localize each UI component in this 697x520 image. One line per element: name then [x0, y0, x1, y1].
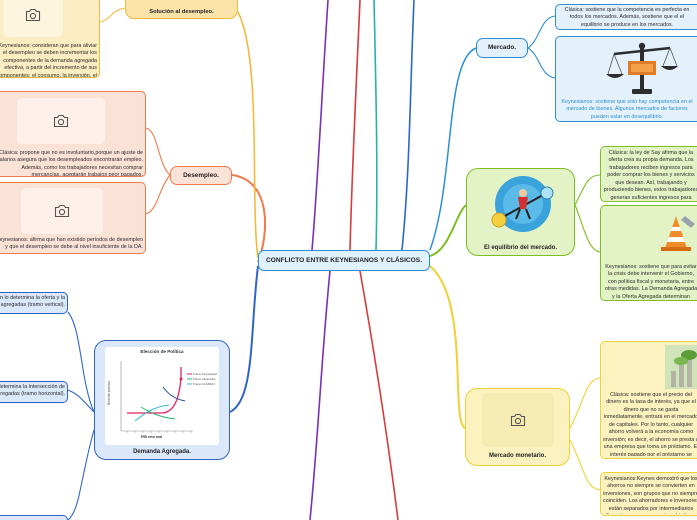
- solucion-node[interactable]: Solución al desempleo.: [125, 0, 238, 19]
- central-topic-label: CONFLICTO ENTRE KEYNESIANOS Y CLÁSICOS.: [265, 257, 423, 264]
- policy-chart: Elección de Política: [105, 347, 219, 445]
- balance-scale-icon: [606, 42, 678, 94]
- monetario-keynes-text: Keynesianos:Keynes demostró que los ahor…: [603, 476, 697, 514]
- policy-chart-plot: [120, 361, 193, 433]
- camera-icon: [25, 8, 41, 22]
- demanda-keynes-text: Keynesianos: el nivel de producción lo d…: [0, 384, 65, 398]
- demanda-clasica-node[interactable]: Clásica: el nivel de producción lo deter…: [0, 292, 68, 314]
- chart-ylabel: Nivel de precios: [107, 380, 112, 406]
- desempleo-clasica-text: Clásica: propone que no es involuntario,…: [0, 150, 143, 176]
- demanda-keynes-node[interactable]: Keynesianos: el nivel de producción lo d…: [0, 381, 68, 403]
- desempleo-keynes-node[interactable]: Keynesianos: afirma que han existido per…: [0, 182, 146, 254]
- equilibrio-clasica-text: Clásica: la ley de Say afirma que la ofe…: [603, 150, 697, 201]
- demanda-clasica-text: Clásica: el nivel de producción lo deter…: [0, 295, 65, 309]
- monetario-keynes-node[interactable]: Keynesianos:Keynes demostró que los ahor…: [600, 472, 697, 516]
- equilibrio-keynes-node[interactable]: Keynesianos: sostiene que para evitar la…: [600, 205, 697, 301]
- equilibrio-label: El equilibrio del mercado.: [483, 245, 558, 251]
- solucion-image-placeholder: [3, 0, 63, 37]
- mercado-keynes-node[interactable]: Keynesianos: sostiene que solo hay compe…: [555, 36, 697, 122]
- monetario-clasica-node[interactable]: Clásica: sostiene que el precio del dine…: [600, 341, 697, 459]
- desempleo-node[interactable]: Desempleo.: [170, 166, 232, 185]
- monetario-label: Mercado monetario.: [488, 453, 546, 459]
- solucion-label: Solución al desempleo.: [149, 9, 214, 15]
- desempleo-label: Desempleo.: [183, 172, 219, 179]
- monetario-node[interactable]: Mercado monetario.: [465, 388, 570, 466]
- camera-icon: [53, 114, 69, 128]
- mercado-clasica-text: Clásica: sostiene que la competencia es …: [564, 7, 690, 28]
- mercado-node[interactable]: Mercado.: [476, 38, 528, 58]
- mercado-label: Mercado.: [487, 44, 517, 51]
- desempleo-clasica-node[interactable]: Clásica: propone que no es involuntario,…: [0, 91, 146, 177]
- chart-title: Elección de Política: [140, 349, 184, 354]
- demanda-label: Demanda Agregada.: [133, 449, 191, 455]
- solucion-keynes-node[interactable]: Keynesianos: consideran que para aliviar…: [0, 0, 100, 78]
- money-plant-icon: [665, 345, 697, 389]
- chart-legend-1: Tramo Keynesiano: [193, 372, 218, 376]
- chart-xlabel: PIB reto real: [141, 435, 163, 439]
- equilibrio-clasica-node[interactable]: Clásica: la ley de Say afirma que la ofe…: [600, 146, 697, 202]
- camera-icon: [54, 204, 70, 218]
- equilibrio-node[interactable]: El equilibrio del mercado.: [466, 168, 575, 256]
- mercado-keynes-text: Keynesianos: sostiene que solo hay compe…: [561, 99, 693, 120]
- desempleo-clasica-image-placeholder: [17, 98, 105, 144]
- chart-legend-swatches: [187, 373, 192, 385]
- monetario-clasica-text: Clásica: sostiene que el precio del dine…: [603, 392, 697, 456]
- cone-construction-icon: [661, 216, 695, 251]
- central-topic[interactable]: CONFLICTO ENTRE KEYNESIANOS Y CLÁSICOS.: [258, 250, 430, 271]
- solucion-keynes-text: Keynesianos: consideran que para aliviar…: [0, 43, 97, 77]
- demanda-third-node[interactable]: [0, 515, 68, 520]
- desempleo-keynes-text: Keynesianos: afirma que han existido per…: [0, 237, 143, 251]
- demanda-node[interactable]: Elección de Política: [94, 340, 230, 460]
- chart-legend-2: Tramo intermedio: [193, 377, 216, 381]
- monetario-image-placeholder: [482, 393, 554, 447]
- mercado-clasica-node[interactable]: Clásica: sostiene que la competencia es …: [555, 4, 697, 30]
- chart-legend-3: Tramo CLÁSICO: [193, 382, 215, 386]
- market-equilibrium-icon: [491, 176, 554, 232]
- chart-ticks: [126, 431, 192, 433]
- desempleo-keynes-image-placeholder: [21, 188, 103, 234]
- equilibrio-keynes-text: Keynesianos: sostiene que para evitar la…: [604, 264, 697, 300]
- camera-icon: [510, 413, 526, 427]
